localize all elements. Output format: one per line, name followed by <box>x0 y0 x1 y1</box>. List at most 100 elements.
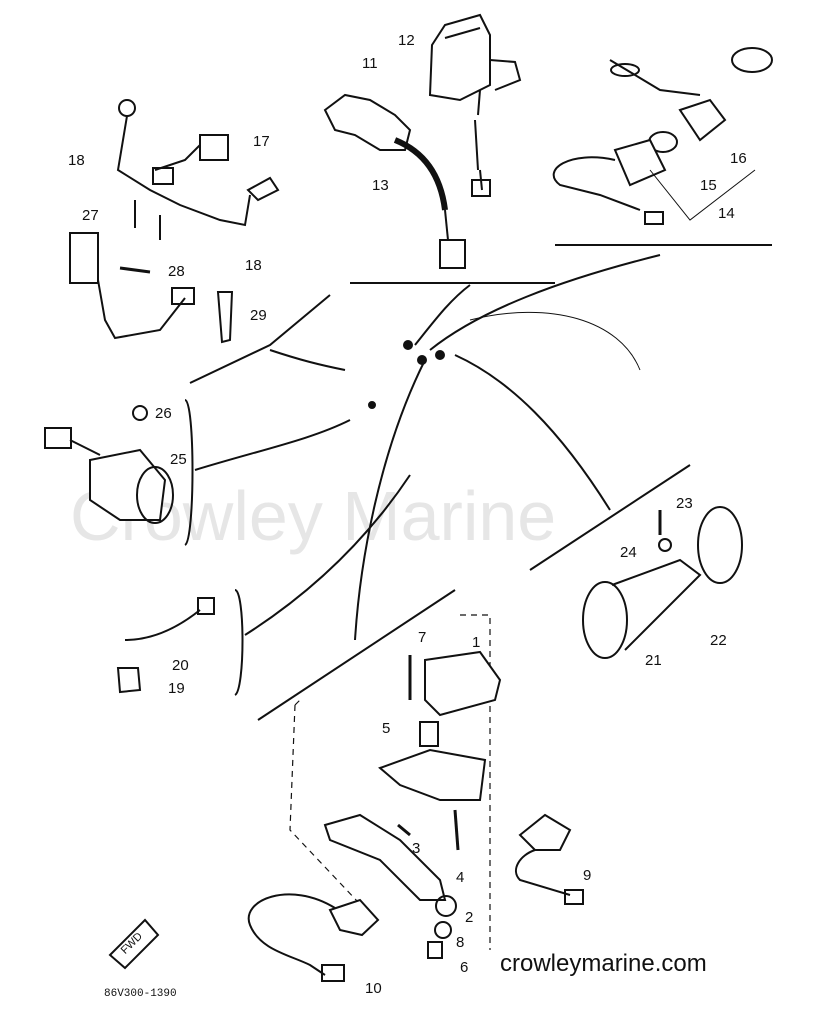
harness-leads <box>134 200 161 240</box>
connector-b <box>246 176 280 202</box>
leader-bottom <box>354 359 426 641</box>
mount-point-d <box>368 401 376 409</box>
part-number: 15 <box>700 177 717 194</box>
part-number: 19 <box>168 680 185 697</box>
fuse-connector <box>171 287 195 305</box>
relay-connector <box>471 179 491 197</box>
lever-knob <box>435 895 457 917</box>
fuse-holder-27 <box>69 232 99 284</box>
bracket-right <box>529 464 691 571</box>
leader-left-lower <box>244 474 411 636</box>
part-number: 6 <box>460 959 468 976</box>
switch-9 <box>518 813 572 851</box>
cover-13-wire <box>444 209 449 241</box>
part-number: 13 <box>372 177 389 194</box>
part-number: 27 <box>82 207 99 224</box>
horn-rear-bell <box>697 506 743 584</box>
mount-point-b <box>417 355 427 365</box>
fwd-arrow-icon <box>108 918 160 970</box>
switch-9-wire <box>515 849 571 896</box>
nut-6 <box>427 941 443 959</box>
nut-26 <box>132 405 148 421</box>
part-number: 2 <box>465 909 473 926</box>
leader-right <box>454 354 611 511</box>
key-switch-connector <box>644 211 664 225</box>
horn-body-21 <box>611 558 702 651</box>
part-number: 17 <box>253 133 270 150</box>
cover-13-tube <box>393 137 448 211</box>
part-number: 12 <box>398 32 415 49</box>
part-number: 23 <box>676 495 693 512</box>
mount-point-c <box>435 350 445 360</box>
kill-switch-16 <box>678 98 727 142</box>
nut-8 <box>434 921 452 939</box>
lanyard <box>609 59 701 96</box>
part-number: 25 <box>170 451 187 468</box>
lanyard-clip <box>610 63 640 77</box>
part-number: 10 <box>365 980 382 997</box>
part-number: 29 <box>250 307 267 324</box>
part-number: 18 <box>245 257 262 274</box>
key-switch-body <box>613 138 667 187</box>
relay-wire <box>474 89 483 191</box>
wire-20-connector <box>197 597 215 615</box>
part-number: 20 <box>172 657 189 674</box>
leader-left-middle <box>194 419 351 471</box>
horn-bell <box>582 581 628 659</box>
bracket-left-upper <box>189 294 331 384</box>
motor-end-cap <box>136 466 174 524</box>
part-number: 22 <box>710 632 727 649</box>
screw-3 <box>397 823 411 837</box>
part-number: 3 <box>412 840 420 857</box>
website-label: crowleymarine.com <box>500 950 707 977</box>
motor-connector <box>44 427 72 449</box>
cover-1 <box>424 650 502 717</box>
wire-20 <box>124 609 201 641</box>
bolt-28 <box>119 266 151 274</box>
harness-18 <box>116 115 251 227</box>
callout-14 <box>649 169 756 221</box>
clip-29 <box>216 291 234 344</box>
part-number: 7 <box>418 629 426 646</box>
fuse-holder-wire <box>97 279 186 340</box>
motor-wire <box>69 439 101 456</box>
sensor-10 <box>328 898 380 937</box>
cover-13 <box>323 93 412 151</box>
motor-25 <box>89 448 167 521</box>
leader-left-upper <box>269 349 346 371</box>
part-number: 4 <box>456 869 464 886</box>
ring-terminal <box>118 99 136 117</box>
switch-9-connector <box>564 889 584 905</box>
bracket-left-lower <box>234 589 244 696</box>
sensor-10-connector <box>321 964 345 982</box>
part-number: 5 <box>382 720 390 737</box>
leader-top <box>414 284 471 346</box>
spacer-5 <box>419 721 439 747</box>
part-number: 11 <box>362 55 378 72</box>
dashed-group-outline <box>289 614 491 950</box>
mount-point-a <box>403 340 413 350</box>
part-number: 28 <box>168 263 185 280</box>
cover-13-connector <box>439 239 466 269</box>
sensor-10-wire <box>247 893 336 976</box>
part-number: 24 <box>620 544 637 561</box>
key-switch-wire <box>552 156 641 211</box>
relay-bracket <box>489 59 522 91</box>
lever-2 <box>323 813 447 901</box>
washer-23 <box>658 538 672 552</box>
lanyard-loop <box>731 47 773 73</box>
part-number: 26 <box>155 405 172 422</box>
diagram-code: 86V300-1390 <box>104 988 177 1000</box>
part-number: 16 <box>730 150 747 167</box>
relay-body <box>428 13 491 102</box>
outline-curve <box>469 311 641 371</box>
cap-19 <box>116 667 142 694</box>
bracket-left-middle <box>184 399 194 546</box>
switch-17 <box>199 134 229 161</box>
bolt-4 <box>453 809 460 851</box>
bracket-lever <box>378 748 487 801</box>
part-number: 8 <box>456 934 464 951</box>
connector-a <box>152 167 174 185</box>
part-number: 21 <box>645 652 662 669</box>
leader-top-right <box>429 254 661 351</box>
